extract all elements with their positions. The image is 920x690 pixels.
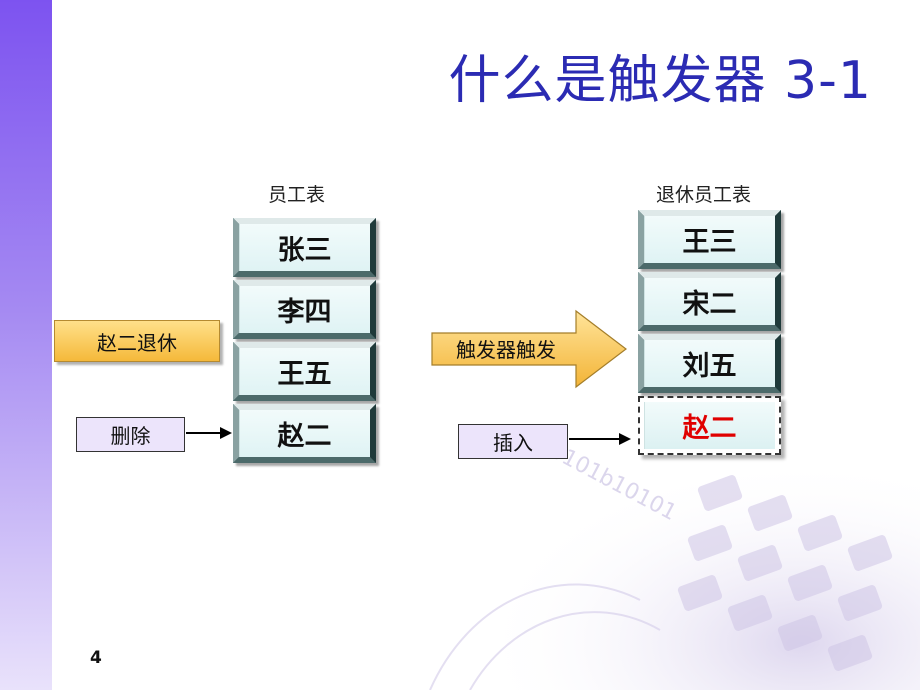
retired-row: 王三: [638, 210, 781, 269]
retired-row: 宋二: [638, 272, 781, 331]
insert-action-box: 插入: [458, 424, 568, 459]
retired-row: 刘五: [638, 334, 781, 393]
trigger-arrow-label: 触发器触发: [456, 337, 556, 362]
insert-arrow-line: [569, 438, 621, 440]
retired-row-text: 宋二: [682, 289, 737, 320]
employee-table-label: 员工表: [268, 184, 326, 206]
employee-table: 张三 李四 王五 赵二: [233, 218, 376, 466]
retired-row-text: 王三: [682, 227, 737, 258]
retired-row-text: 刘五: [682, 351, 737, 382]
insert-arrow-head: [619, 433, 631, 445]
left-accent-bar: [0, 0, 52, 690]
employee-row: 赵二: [233, 404, 376, 463]
retired-table: 王三 宋二 刘五 赵二: [638, 210, 781, 458]
delete-arrow-head: [220, 427, 232, 439]
retired-table-label: 退休员工表: [656, 184, 752, 206]
delete-arrow-line: [186, 432, 222, 434]
page-number: 4: [90, 648, 102, 668]
page-title: 什么是触发器 3-1: [448, 51, 872, 111]
employee-row: 张三: [233, 218, 376, 277]
delete-action-box: 删除: [76, 417, 185, 452]
employee-row-text: 张三: [277, 235, 332, 266]
retire-event-box: 赵二退休: [54, 320, 220, 362]
inserted-row-text: 赵二: [682, 413, 737, 444]
employee-row-text: 赵二: [277, 421, 332, 452]
employee-row: 李四: [233, 280, 376, 339]
employee-row-text: 王五: [277, 359, 332, 390]
trigger-arrow-icon: [431, 309, 627, 389]
inserted-row: 赵二: [638, 396, 781, 455]
employee-row: 王五: [233, 342, 376, 401]
employee-row-text: 李四: [277, 297, 332, 328]
